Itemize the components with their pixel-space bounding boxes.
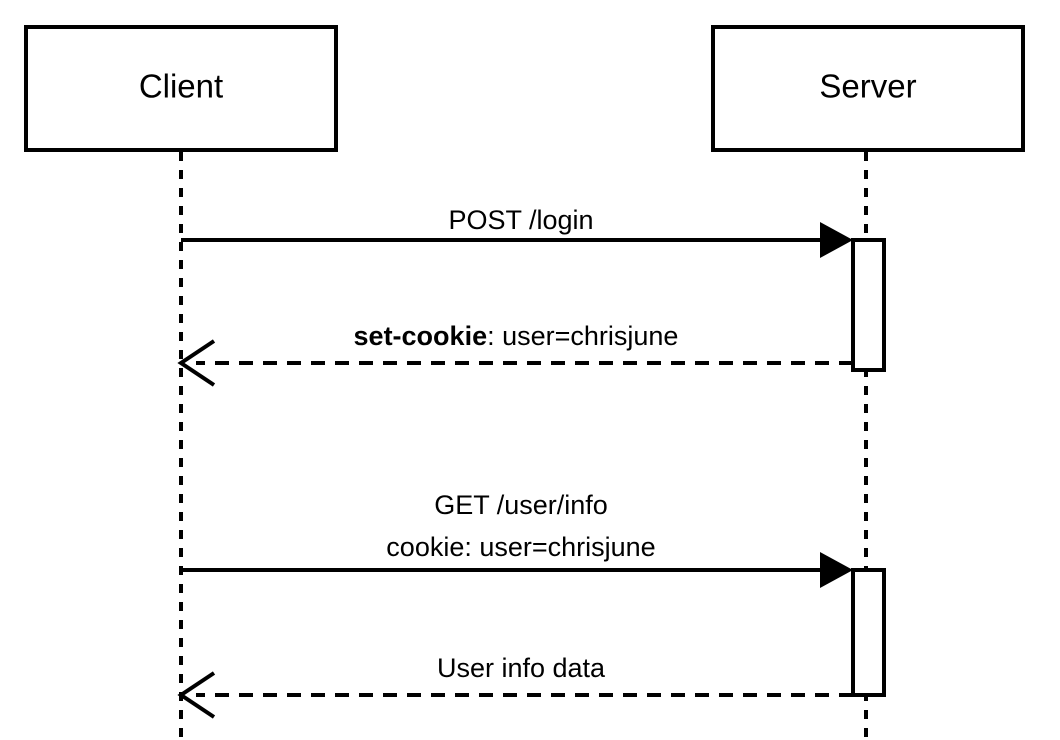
- participant-label-server: Server: [819, 68, 916, 105]
- message-post-login[interactable]: POST /login: [181, 205, 853, 258]
- message-label-set-cookie-value: : user=chrisjune: [487, 321, 678, 351]
- arrowhead-post-login: [820, 222, 853, 258]
- participant-label-client: Client: [139, 68, 223, 105]
- message-label-set-cookie-key: set-cookie: [354, 321, 488, 351]
- arrowhead-user-info-data: [177, 671, 216, 719]
- arrowhead-set-cookie: [177, 339, 216, 387]
- activation-bar-server-1: [851, 238, 886, 372]
- message-user-info-data[interactable]: User info data: [177, 653, 853, 719]
- message-label-post-login: POST /login: [448, 205, 593, 235]
- activation-bar-server-2: [851, 568, 886, 697]
- participant-client[interactable]: Client: [24, 25, 338, 152]
- participant-box-server: [711, 25, 1025, 152]
- participant-server[interactable]: Server: [711, 25, 1025, 152]
- message-label-get-user-info-line2: cookie: user=chrisjune: [386, 532, 655, 562]
- arrowhead-get-user-info: [820, 552, 853, 588]
- message-label-user-info-data: User info data: [437, 653, 606, 683]
- message-label-get-user-info-line1: GET /user/info: [434, 490, 608, 520]
- participant-box-client: [24, 25, 338, 152]
- message-get-user-info[interactable]: GET /user/info cookie: user=chrisjune: [181, 490, 853, 588]
- message-label-set-cookie: set-cookie: user=chrisjune: [354, 321, 679, 351]
- message-set-cookie[interactable]: set-cookie: user=chrisjune: [177, 321, 853, 387]
